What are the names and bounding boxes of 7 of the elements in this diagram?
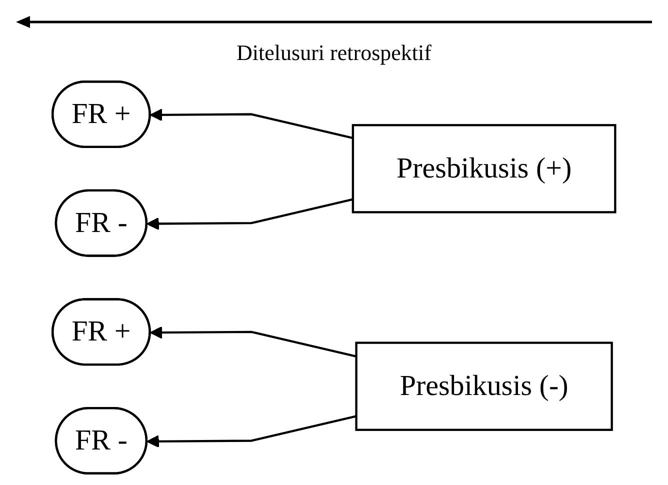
arrow xyxy=(146,198,354,230)
arrow xyxy=(146,415,357,448)
node-box: Presbikusis (-) xyxy=(355,342,614,431)
arrow xyxy=(150,326,357,358)
direction-label: Ditelusuri retrospektif xyxy=(236,40,432,66)
arrow xyxy=(150,108,354,140)
node-box: Presbikusis (+) xyxy=(352,124,616,214)
